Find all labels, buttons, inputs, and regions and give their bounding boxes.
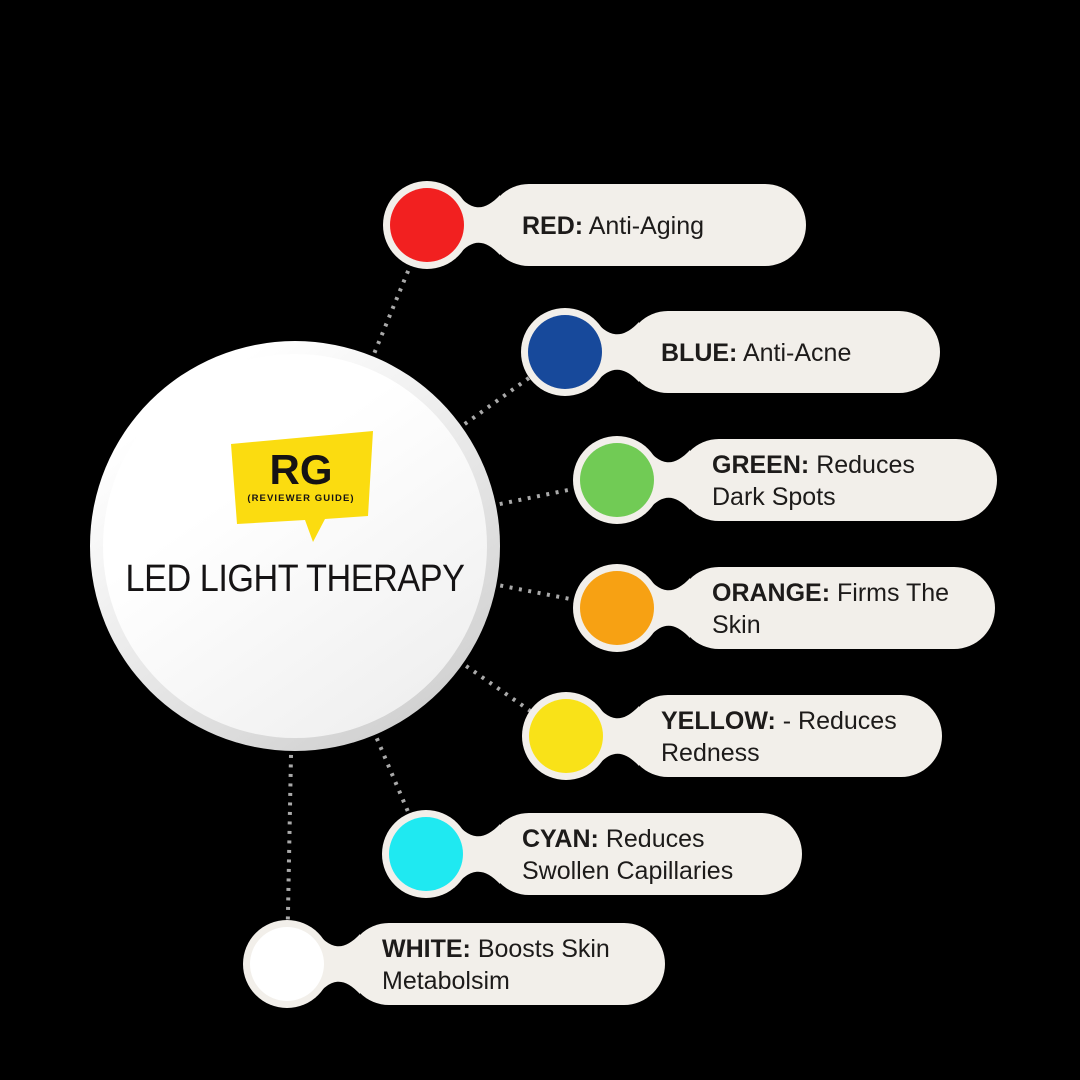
blue-light-circle bbox=[528, 315, 602, 389]
item-label: YELLOW: bbox=[661, 707, 776, 735]
item-pill: GREEN: Reduces Dark Spots bbox=[678, 439, 997, 521]
item-label: WHITE: bbox=[382, 935, 471, 963]
item-description: Firms The Skin bbox=[712, 579, 950, 639]
item-description: Boosts Skin Metabolsim bbox=[382, 935, 610, 995]
item-description: Reduces Dark Spots bbox=[712, 451, 915, 511]
item-description: - Reduces Redness bbox=[661, 707, 897, 767]
rg-logo: RG (REVIEWER GUIDE) bbox=[231, 431, 373, 542]
speech-bubble bbox=[231, 431, 373, 542]
dotted-connector-white bbox=[285, 545, 297, 965]
item-pill: ORANGE: Firms The Skin bbox=[678, 567, 995, 649]
item-label: GREEN: bbox=[712, 451, 810, 479]
item-pill: RED: Anti-Aging bbox=[488, 184, 806, 266]
item-description: Anti-Aging bbox=[588, 212, 705, 240]
item-label: CYAN: bbox=[522, 825, 599, 853]
item-description: Reduces Swollen Capillaries bbox=[522, 825, 734, 885]
item-description: Anti-Acne bbox=[742, 339, 852, 367]
cyan-light-circle bbox=[389, 817, 463, 891]
green-light-circle bbox=[580, 443, 654, 517]
central-disc: RG (REVIEWER GUIDE) LED LIGHT THERAPY bbox=[90, 341, 500, 751]
item-label: ORANGE: bbox=[712, 579, 831, 607]
logo-abbr: RG bbox=[270, 446, 333, 493]
red-light-circle bbox=[390, 188, 464, 262]
item-label: RED: bbox=[522, 212, 584, 240]
logo-subtitle: (REVIEWER GUIDE) bbox=[247, 493, 354, 504]
item-label: BLUE: bbox=[661, 339, 738, 367]
item-pill: YELLOW: - Reduces Redness bbox=[627, 695, 942, 777]
main-title: LED LIGHT THERAPY bbox=[125, 558, 465, 600]
dotted-connector-yellow bbox=[293, 544, 568, 738]
item-pill: WHITE: Boosts Skin Metabolsim bbox=[348, 923, 665, 1005]
orange-light-circle bbox=[580, 571, 654, 645]
item-pill: BLUE: Anti-Acne bbox=[627, 311, 940, 393]
item-pill: CYAN: Reduces Swollen Capillaries bbox=[488, 813, 802, 895]
yellow-light-circle bbox=[529, 699, 603, 773]
white-light-circle bbox=[250, 927, 324, 1001]
central-disc-face: RG (REVIEWER GUIDE) LED LIGHT THERAPY bbox=[103, 354, 487, 738]
dotted-connector-blue bbox=[293, 350, 567, 548]
